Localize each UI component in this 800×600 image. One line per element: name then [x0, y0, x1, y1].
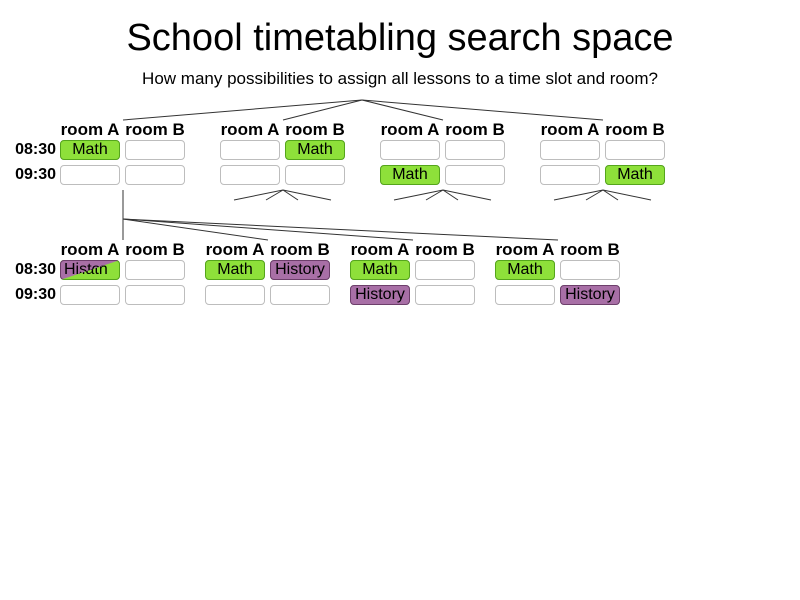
time-slot-label: 09:30 — [15, 286, 56, 303]
room-header: room B — [415, 240, 475, 259]
timetable-cell — [445, 140, 505, 160]
room-header: room B — [125, 240, 185, 259]
tree-edge-stub — [282, 189, 299, 201]
diagram-subtitle: How many possibilities to assign all les… — [142, 69, 658, 88]
lesson-math: Math — [380, 165, 440, 185]
room-header: room B — [560, 240, 620, 259]
tree-edge-stub — [425, 189, 444, 201]
tree-edge-stub — [442, 189, 459, 201]
tree-edge-stub — [442, 189, 492, 201]
timetable-cell — [540, 165, 600, 185]
room-header: room B — [125, 120, 185, 139]
room-header: room B — [285, 120, 345, 139]
room-header: room B — [445, 120, 505, 139]
tree-edge — [122, 99, 363, 121]
lesson-math: Math — [205, 260, 265, 280]
timetable-cell — [125, 285, 185, 305]
timetable-cell — [415, 285, 475, 305]
room-header: room A — [220, 120, 280, 139]
tree-edge-stub — [585, 189, 604, 201]
timetable-cell — [125, 165, 185, 185]
room-header: room B — [605, 120, 665, 139]
tree-edge — [122, 218, 559, 241]
tree-edge-stub — [553, 189, 604, 201]
tree-edge-stub — [265, 189, 284, 201]
lesson-history: History — [560, 285, 620, 305]
timetable-cell — [60, 285, 120, 305]
tree-edge-stub — [233, 189, 284, 201]
timetable-cell — [445, 165, 505, 185]
timetable-node: room A room B Math — [540, 120, 665, 195]
tree-edge — [361, 99, 444, 121]
room-header: room A — [540, 120, 600, 139]
timetable-cell — [125, 260, 185, 280]
timetable-cell — [605, 140, 665, 160]
timetable-cell — [125, 140, 185, 160]
tree-edge — [361, 99, 604, 121]
timetable-cell — [270, 285, 330, 305]
room-header: room A — [350, 240, 410, 259]
room-header: room A — [380, 120, 440, 139]
time-slot-label: 09:30 — [15, 166, 56, 183]
time-slot-label: 08:30 — [15, 261, 56, 278]
timetable-cell — [560, 260, 620, 280]
tree-edge-stub — [602, 189, 652, 201]
lesson-math: Math — [285, 140, 345, 160]
timetable-cell — [60, 165, 120, 185]
timetable-node: room A room B Math — [60, 120, 185, 195]
lesson-history: History — [270, 260, 330, 280]
room-header: room A — [495, 240, 555, 259]
timetable-cell — [540, 140, 600, 160]
room-header: room A — [60, 120, 120, 139]
timetable-node: room A room B Math — [380, 120, 505, 195]
timetable-cell — [220, 165, 280, 185]
lesson-math: Math — [60, 140, 120, 160]
tree-edge — [122, 218, 414, 241]
room-header: room A — [60, 240, 120, 259]
timetable-cell — [285, 165, 345, 185]
timetable-cell — [380, 140, 440, 160]
timetable-cell — [220, 140, 280, 160]
tree-edge — [122, 218, 269, 241]
lesson-math: Math — [605, 165, 665, 185]
time-slot-label: 08:30 — [15, 141, 56, 158]
tree-edge — [282, 99, 363, 121]
tree-edge-stub — [282, 189, 332, 201]
timetable-cell — [495, 285, 555, 305]
timetable-cell — [205, 285, 265, 305]
lesson-history: History — [350, 285, 410, 305]
diagram-title: School timetabling search space — [126, 17, 674, 59]
tree-edge-stub — [393, 189, 444, 201]
room-header: room A — [205, 240, 265, 259]
tree-edge-stub — [602, 189, 619, 201]
lesson-math: Math — [495, 260, 555, 280]
timetable-cell — [415, 260, 475, 280]
room-header: room B — [270, 240, 330, 259]
lesson-math: Math — [350, 260, 410, 280]
